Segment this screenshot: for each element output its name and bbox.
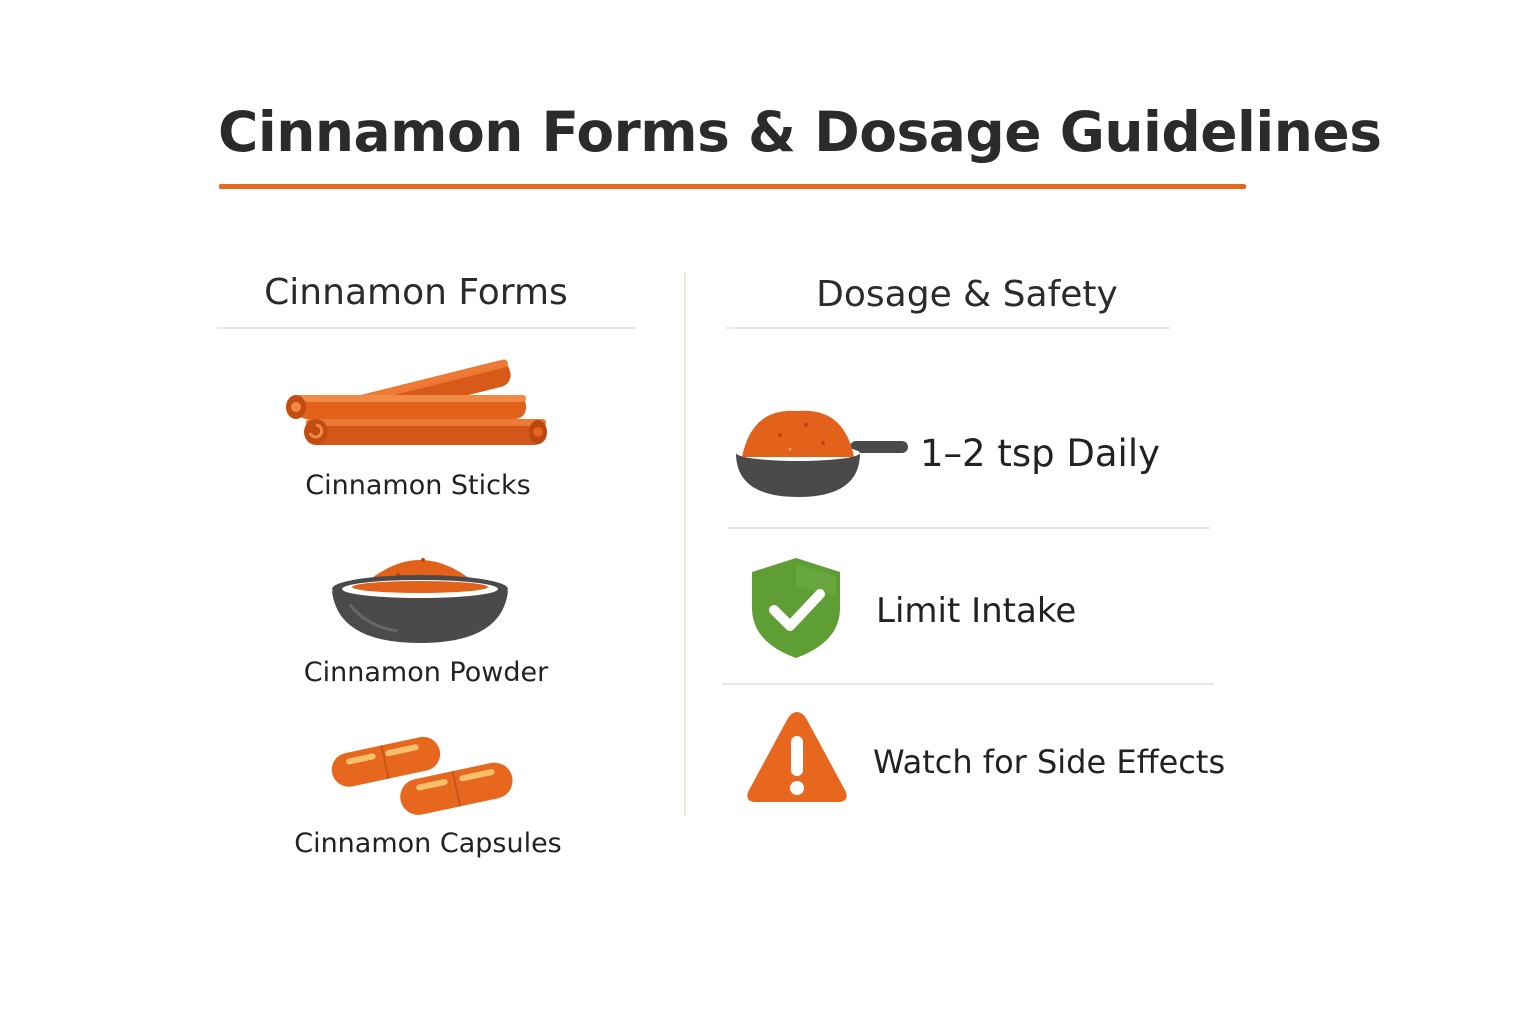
forms-heading-divider bbox=[216, 327, 636, 329]
powder-bowl-icon bbox=[332, 558, 508, 643]
dose-label-side-effects: Watch for Side Effects bbox=[873, 743, 1226, 781]
form-label-capsules: Cinnamon Capsules bbox=[294, 828, 562, 859]
cinnamon-sticks-icon bbox=[286, 359, 547, 445]
shield-check-icon bbox=[752, 558, 840, 658]
dose-label-daily: 1–2 tsp Daily bbox=[920, 432, 1160, 475]
dosage-heading-divider bbox=[726, 327, 1170, 329]
form-label-powder: Cinnamon Powder bbox=[303, 657, 549, 688]
forms-heading: Cinnamon Forms bbox=[264, 272, 568, 313]
dosage-row-divider-1 bbox=[728, 527, 1210, 529]
dosage-heading: Dosage & Safety bbox=[816, 274, 1118, 315]
measuring-spoon-icon bbox=[736, 410, 908, 497]
page-title: Cinnamon Forms & Dosage Guidelines bbox=[218, 100, 1382, 164]
capsules-icon bbox=[331, 736, 513, 815]
dosage-row-divider-2 bbox=[722, 683, 1214, 685]
warning-triangle-icon bbox=[747, 712, 847, 802]
dose-label-limit: Limit Intake bbox=[876, 591, 1077, 631]
column-divider bbox=[684, 272, 686, 816]
form-label-sticks: Cinnamon Sticks bbox=[305, 470, 531, 501]
title-underline bbox=[219, 184, 1246, 189]
